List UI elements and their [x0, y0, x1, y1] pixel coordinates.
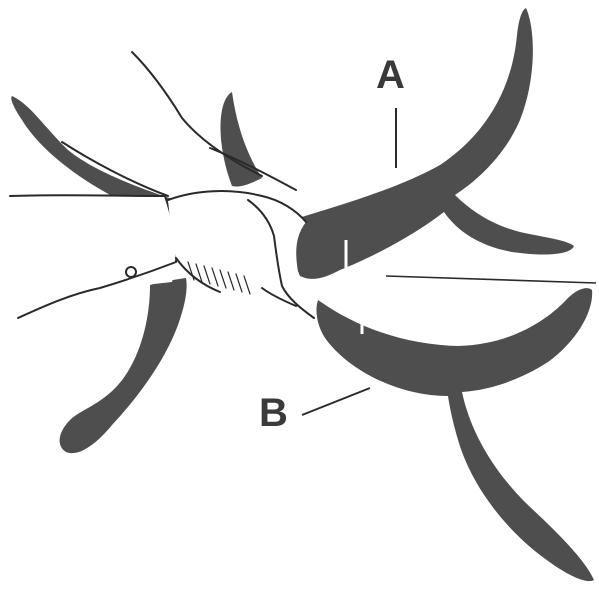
part-b: [316, 288, 594, 581]
leader-line-b: [302, 388, 370, 415]
label-a: A: [376, 55, 405, 95]
part-a: [286, 8, 574, 279]
reference-line: [386, 276, 596, 283]
left-upper-arm: [11, 96, 175, 203]
label-b: B: [259, 393, 288, 433]
cuff-button: [126, 267, 136, 277]
left-lower-arm: [60, 278, 187, 453]
